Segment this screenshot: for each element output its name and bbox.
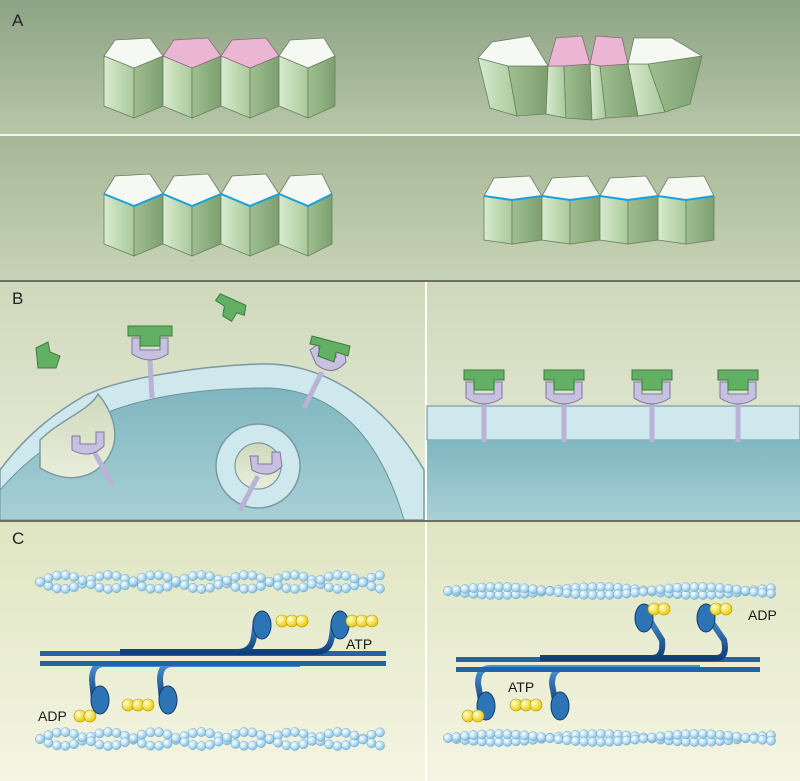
receptor-bound-2	[301, 335, 351, 410]
cell-flat-membrane	[426, 369, 800, 520]
panel-a-label: A	[12, 11, 24, 30]
receptor-flat-4	[717, 369, 759, 442]
actin-filaments	[35, 570, 776, 751]
ligand-free-2	[35, 341, 61, 369]
actin-filament-right-top	[443, 582, 776, 600]
epithelium-flat-highlighted	[103, 37, 336, 119]
receptor-flat-3	[631, 369, 673, 442]
actin-filament-left-bottom	[35, 727, 385, 751]
epithelium-bent-highlighted	[477, 35, 704, 121]
nucleotide-triple-2	[345, 614, 379, 628]
myosin-left	[40, 610, 386, 715]
panel-b-label: B	[12, 289, 23, 308]
nucleotide-double-1	[73, 709, 97, 723]
receptor-internalized-vesicle	[237, 451, 283, 512]
adp-label-left: ADP	[38, 708, 67, 724]
panel-a: A	[0, 0, 800, 280]
receptor-flat-2	[543, 369, 585, 442]
nucleotide-double-3	[709, 602, 733, 616]
adp-label-right: ADP	[748, 607, 777, 623]
epithelium-junction-wide	[103, 173, 333, 257]
panel-c: C	[0, 520, 800, 781]
nucleotide-triple-1	[275, 614, 309, 628]
panel-b: B	[0, 280, 800, 521]
receptor-flat-1	[463, 369, 505, 442]
atp-label-right: ATP	[508, 679, 534, 695]
nucleotide-double-2	[647, 602, 671, 616]
panel-c-label: C	[12, 529, 24, 548]
nucleotide-triple-4	[509, 698, 543, 712]
receptor-bound-1	[127, 325, 173, 399]
actin-filament-left-top	[35, 570, 385, 594]
nucleotide-triple-3	[121, 698, 155, 712]
nucleotide-double-4	[461, 709, 485, 723]
actin-filament-right-bottom	[443, 729, 776, 747]
receptor-internalized-pocket	[71, 431, 115, 486]
cell-curved-membrane	[0, 293, 425, 521]
atp-label-left: ATP	[346, 636, 372, 652]
ligand-free-1	[214, 293, 247, 323]
epithelium-junction-narrow	[483, 175, 715, 245]
myosin-right	[456, 603, 760, 721]
